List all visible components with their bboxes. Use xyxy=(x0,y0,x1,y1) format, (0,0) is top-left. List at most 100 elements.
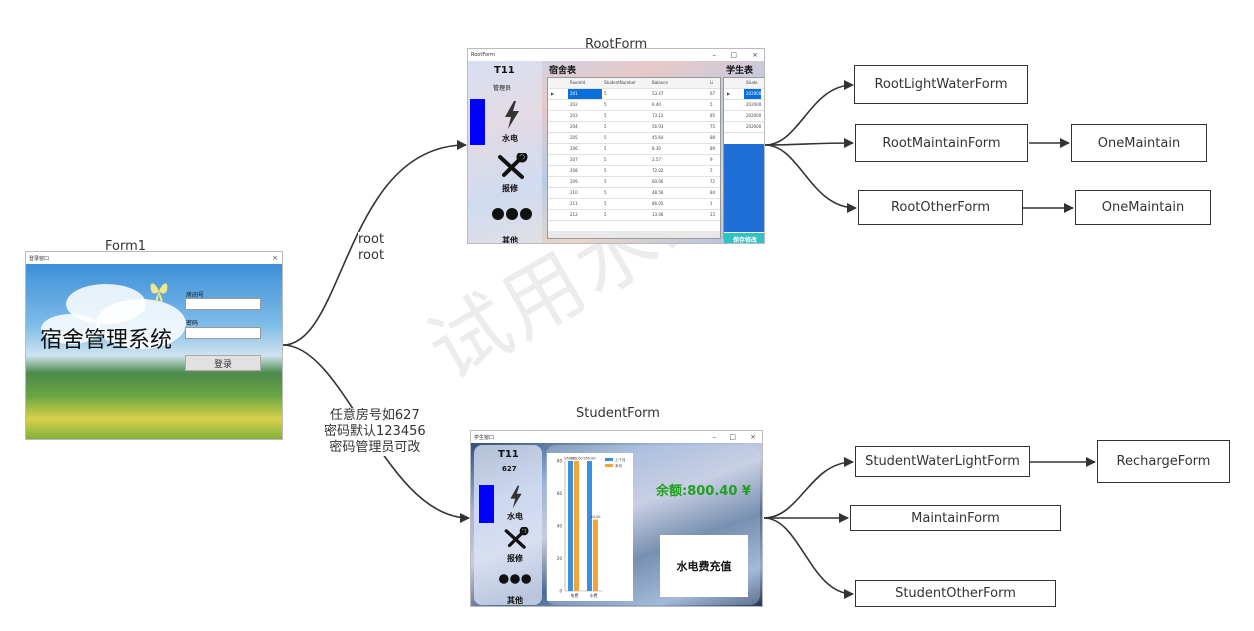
table-cell[interactable]: 13.06 xyxy=(652,212,664,217)
table-cell[interactable]: 84 xyxy=(710,190,716,195)
table-cell[interactable]: 202000 xyxy=(746,102,762,107)
table-row[interactable]: 212 5 13.06 23 xyxy=(548,210,720,221)
table-cell[interactable]: 5 xyxy=(604,146,607,151)
table-cell[interactable]: 5 xyxy=(710,102,713,107)
sidebar-item-repair[interactable]: 报修 xyxy=(502,184,518,193)
table-cell[interactable]: 53.47 xyxy=(652,91,664,96)
table-cell[interactable]: 9 xyxy=(710,157,713,162)
table-cell[interactable]: 6.40 xyxy=(652,102,661,107)
node-root-other-form[interactable]: RootOtherForm xyxy=(858,190,1023,225)
column-header[interactable]: StudentNumber xyxy=(604,80,636,85)
table-cell[interactable]: 5 xyxy=(604,157,607,162)
table-cell[interactable]: 208 xyxy=(570,168,578,173)
table-row[interactable]: ▶202000 xyxy=(724,89,764,100)
maximize-icon[interactable]: □ xyxy=(730,51,737,59)
node-student-water-light-form[interactable]: StudentWaterLightForm xyxy=(855,446,1030,477)
table-row[interactable]: 202000 xyxy=(724,122,764,133)
table-cell[interactable]: 5 xyxy=(604,201,607,206)
close-icon[interactable]: × xyxy=(752,51,758,59)
node-one-maintain-2[interactable]: OneMaintain xyxy=(1075,190,1211,225)
table-cell[interactable]: 204 xyxy=(570,124,578,129)
table-cell[interactable]: 211 xyxy=(570,201,578,206)
column-header[interactable]: Li xyxy=(710,80,714,85)
table-cell[interactable]: 206 xyxy=(570,146,578,151)
column-header[interactable]: RoomId xyxy=(570,80,586,85)
sidebar-item-power[interactable]: 水电 xyxy=(502,134,518,143)
table-cell[interactable]: 209 xyxy=(570,179,578,184)
sidebar-item-other[interactable]: 其他 xyxy=(502,236,518,244)
table-cell[interactable]: 205 xyxy=(570,135,578,140)
table-row[interactable]: 202 5 6.40 5 xyxy=(548,100,720,111)
table-row[interactable]: 206 5 8.30 89 xyxy=(548,144,720,155)
table-cell[interactable]: 5 xyxy=(604,190,607,195)
table-row[interactable]: 205 5 45.64 88 xyxy=(548,133,720,144)
node-recharge-form[interactable]: RechargeForm xyxy=(1097,440,1230,483)
table-row[interactable]: 211 5 86.05 1 xyxy=(548,199,720,210)
table-cell[interactable]: 5 xyxy=(604,113,607,118)
table-cell[interactable]: 48.56 xyxy=(652,190,664,195)
room-input[interactable] xyxy=(185,298,261,310)
table-cell[interactable]: 73.12 xyxy=(652,113,664,118)
table-cell[interactable]: 202000 xyxy=(746,124,762,129)
minimize-icon[interactable]: – xyxy=(712,433,717,441)
table-cell[interactable]: 202 xyxy=(570,102,578,107)
table-cell[interactable]: 67 xyxy=(710,91,716,96)
table-cell[interactable]: 86.05 xyxy=(652,201,664,206)
maximize-icon[interactable]: □ xyxy=(729,433,736,441)
table-cell[interactable]: 85 xyxy=(710,113,716,118)
table-cell[interactable]: 56.93 xyxy=(652,124,664,129)
table-row[interactable]: 204 5 56.93 75 xyxy=(548,122,720,133)
table-cell[interactable]: 5 xyxy=(710,168,713,173)
table-cell[interactable]: 2.57 xyxy=(652,157,661,162)
table-cell[interactable]: 210 xyxy=(570,190,578,195)
table-cell[interactable]: 212 xyxy=(570,212,578,217)
table-cell[interactable]: 72.02 xyxy=(652,168,664,173)
recharge-button[interactable]: 水电费充值 xyxy=(660,535,748,597)
horizontal-scrollbar[interactable] xyxy=(548,231,720,238)
table-row[interactable]: 202000 xyxy=(724,100,764,111)
table-row[interactable]: 203 5 73.12 85 xyxy=(548,111,720,122)
login-button[interactable]: 登录 xyxy=(185,355,261,371)
table-cell[interactable]: 23 xyxy=(710,212,716,217)
table-row[interactable]: 210 5 48.56 84 xyxy=(548,188,720,199)
table-row[interactable]: 202000 xyxy=(724,111,764,122)
table-cell[interactable]: 5 xyxy=(604,135,607,140)
table-cell[interactable]: 60.06 xyxy=(652,179,664,184)
table-cell[interactable]: 1 xyxy=(710,201,713,206)
table-cell[interactable]: 203 xyxy=(570,113,578,118)
sidebar-item-other[interactable]: 其他 xyxy=(507,596,523,605)
save-changes-button[interactable]: 保存修改 xyxy=(724,233,764,243)
table-cell[interactable]: 88 xyxy=(710,135,716,140)
sidebar-item-repair[interactable]: 报修 xyxy=(507,554,523,563)
table-row[interactable]: 207 5 2.57 9 xyxy=(548,155,720,166)
student-table[interactable]: Stude ▶202000 202000 202000 202000 xyxy=(723,77,764,239)
table-cell[interactable]: 89 xyxy=(710,146,716,151)
table-cell[interactable]: 202000 xyxy=(746,113,762,118)
node-student-other-form[interactable]: StudentOtherForm xyxy=(855,580,1056,607)
sidebar-item-power[interactable]: 水电 xyxy=(507,512,523,521)
minimize-icon[interactable]: – xyxy=(712,51,717,59)
table-cell[interactable]: 5 xyxy=(604,168,607,173)
node-root-light-water-form[interactable]: RootLightWaterForm xyxy=(854,65,1028,104)
column-header[interactable]: Balance xyxy=(652,80,668,85)
table-cell[interactable]: 207 xyxy=(570,157,578,162)
table-row[interactable]: 208 5 72.02 5 xyxy=(548,166,720,177)
node-maintain-form[interactable]: MaintainForm xyxy=(850,505,1061,531)
table-cell[interactable]: 5 xyxy=(604,102,607,107)
table-cell[interactable]: 5 xyxy=(604,124,607,129)
node-root-maintain-form[interactable]: RootMaintainForm xyxy=(855,124,1028,162)
table-cell[interactable]: 202000 xyxy=(744,89,762,99)
table-cell[interactable]: 45.64 xyxy=(652,135,664,140)
table-cell[interactable]: 75 xyxy=(710,124,716,129)
table-cell[interactable]: 5 xyxy=(604,91,607,96)
node-one-maintain-1[interactable]: OneMaintain xyxy=(1071,124,1207,162)
column-header[interactable]: Stude xyxy=(746,80,758,85)
table-cell[interactable]: 8.30 xyxy=(652,146,661,151)
table-cell[interactable]: 72 xyxy=(710,179,716,184)
password-input[interactable] xyxy=(185,327,261,339)
table-cell[interactable]: 5 xyxy=(604,212,607,217)
close-icon[interactable]: × xyxy=(750,433,756,441)
